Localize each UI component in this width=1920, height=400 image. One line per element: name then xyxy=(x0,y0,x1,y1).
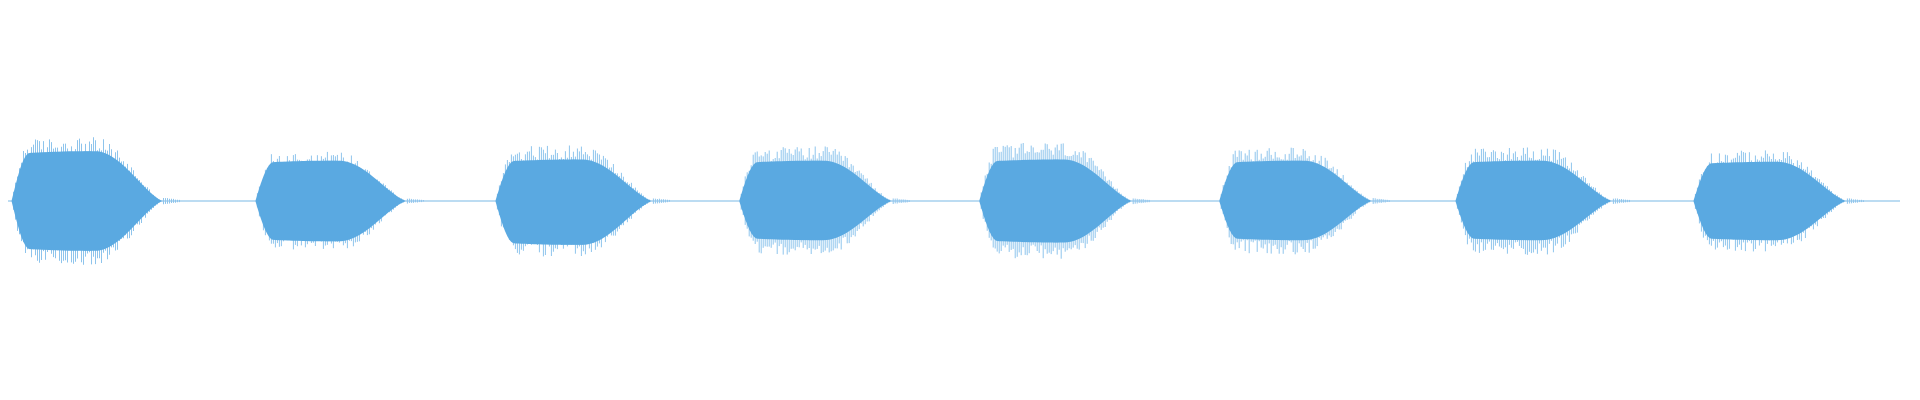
waveform-burst xyxy=(11,137,180,265)
waveform-burst-body xyxy=(1693,161,1847,241)
waveform-burst xyxy=(1219,147,1390,255)
waveform-burst xyxy=(739,146,910,255)
waveform-burst-body xyxy=(495,159,653,245)
waveform-burst-body xyxy=(979,159,1133,243)
waveform-burst-body xyxy=(1219,160,1373,241)
waveform-burst xyxy=(255,151,424,250)
waveform-burst-body xyxy=(739,160,893,241)
waveform-burst xyxy=(1693,150,1864,252)
waveform-bursts xyxy=(11,137,1864,265)
waveform-burst xyxy=(979,143,1150,259)
waveform-burst-body xyxy=(1455,160,1613,241)
waveform-burst xyxy=(1455,147,1630,255)
waveform-burst xyxy=(495,145,670,257)
waveform-burst-body xyxy=(11,151,164,251)
waveform-burst-body xyxy=(255,160,407,242)
